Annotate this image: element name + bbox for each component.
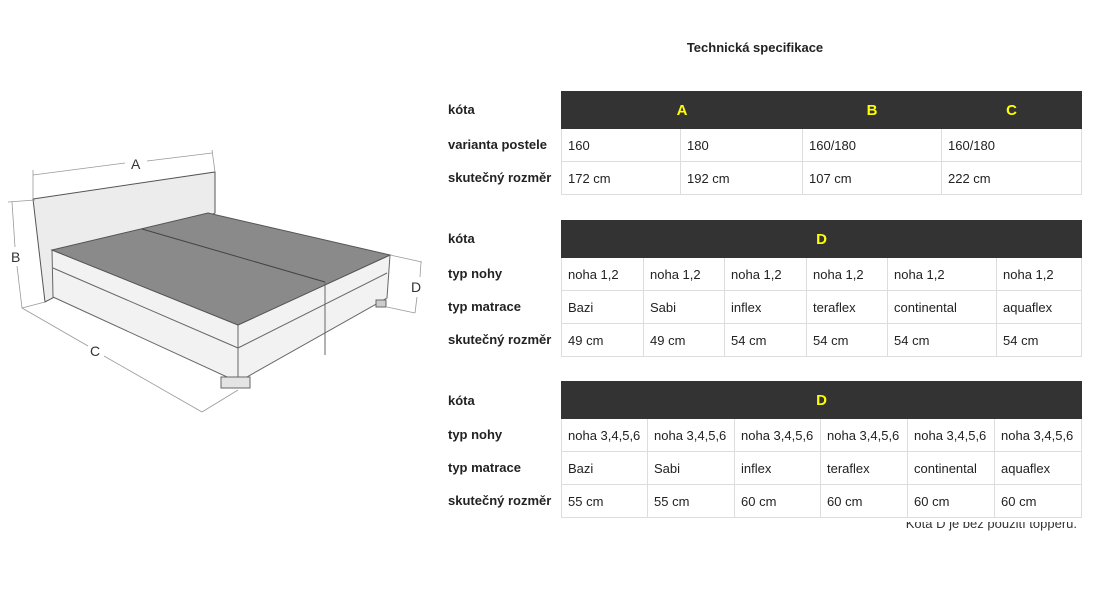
cell: 160/180	[941, 128, 1082, 162]
cell: 54 cm	[806, 323, 888, 357]
cell: 222 cm	[941, 161, 1082, 195]
page-title: Technická specifikace	[686, 40, 824, 55]
cell: 107 cm	[802, 161, 942, 195]
cell: noha 3,4,5,6	[820, 418, 908, 452]
row-label-noha: typ nohy	[448, 266, 503, 281]
cell: noha 1,2	[887, 257, 997, 291]
cell: noha 3,4,5,6	[907, 418, 995, 452]
cell: inflex	[734, 451, 821, 485]
cell: 180	[680, 128, 803, 162]
cell: continental	[907, 451, 995, 485]
cell: noha 3,4,5,6	[647, 418, 735, 452]
header-a: A	[561, 91, 803, 129]
row-label-kota: kóta	[448, 393, 475, 408]
cell: noha 1,2	[643, 257, 725, 291]
cell: noha 3,4,5,6	[993, 418, 1083, 452]
cell: noha 1,2	[995, 257, 1083, 291]
cell: Bazi	[561, 451, 648, 485]
cell: 60 cm	[993, 484, 1083, 518]
row-label-matrace: typ matrace	[448, 299, 521, 314]
row-label-rozmer: skutečný rozměr	[448, 493, 552, 508]
header-d: D	[560, 220, 1083, 258]
cell: 60 cm	[907, 484, 995, 518]
cell: 172 cm	[561, 161, 681, 195]
header-c: C	[941, 91, 1082, 129]
cell: aquaflex	[993, 451, 1083, 485]
row-label-matrace: typ matrace	[448, 460, 521, 475]
cell: 54 cm	[887, 323, 997, 357]
cell: 54 cm	[995, 323, 1083, 357]
cell: 49 cm	[561, 323, 644, 357]
cell: Sabi	[647, 451, 735, 485]
header-b: B	[802, 91, 942, 129]
dimension-label-b: B	[11, 249, 20, 265]
footnote-text: Kóta D je bez použití topperu.	[905, 522, 1077, 531]
row-label-varianta: varianta postele	[448, 137, 547, 152]
row-label-rozmer: skutečný rozměr	[448, 332, 552, 347]
cell: Bazi	[561, 290, 644, 324]
cell: noha 1,2	[561, 257, 644, 291]
cell: noha 3,4,5,6	[561, 418, 648, 452]
cell: inflex	[724, 290, 807, 324]
cell: 160/180	[802, 128, 942, 162]
dimension-label-c: C	[90, 343, 100, 359]
row-label-rozmer: skutečný rozměr	[448, 170, 552, 185]
dimension-label-a: A	[131, 156, 141, 172]
row-label-kota: kóta	[448, 102, 475, 117]
cell: 55 cm	[561, 484, 648, 518]
cell: 60 cm	[820, 484, 908, 518]
cell: teraflex	[820, 451, 908, 485]
footnote: Kóta D je bez použití topperu.	[906, 522, 1077, 538]
cell: teraflex	[806, 290, 888, 324]
cell: 60 cm	[734, 484, 821, 518]
bed-dimension-diagram: A B C D	[7, 149, 423, 413]
cell: 49 cm	[643, 323, 725, 357]
bed-leg	[220, 376, 251, 389]
row-label-kota: kóta	[448, 231, 475, 246]
header-d: D	[560, 381, 1083, 419]
bed-leg	[375, 299, 387, 308]
cell: Sabi	[643, 290, 725, 324]
cell: noha 3,4,5,6	[734, 418, 821, 452]
cell: noha 1,2	[806, 257, 888, 291]
cell: noha 1,2	[724, 257, 807, 291]
cell: 192 cm	[680, 161, 803, 195]
cell: 160	[561, 128, 681, 162]
cell: 54 cm	[724, 323, 807, 357]
cell: aquaflex	[995, 290, 1083, 324]
dimension-label-d: D	[411, 279, 421, 295]
row-label-noha: typ nohy	[448, 427, 503, 442]
cell: continental	[887, 290, 997, 324]
cell: 55 cm	[647, 484, 735, 518]
